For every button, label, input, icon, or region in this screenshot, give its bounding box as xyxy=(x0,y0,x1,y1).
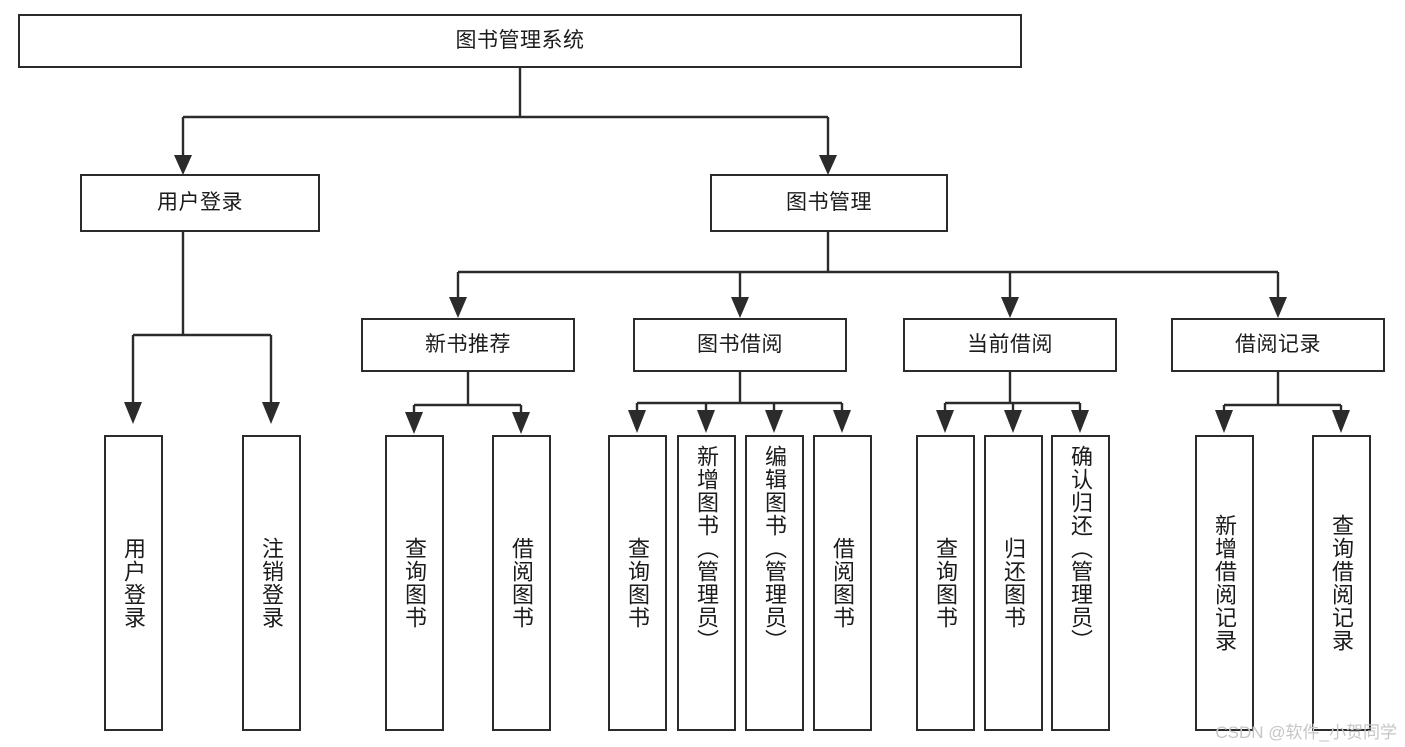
arrowhead-book-borrow-3 xyxy=(765,410,783,433)
node-leaf-current-borrow-2[interactable]: 归还图书 xyxy=(984,435,1043,731)
arrowhead-borrow-record-2 xyxy=(1332,410,1350,433)
node-leaf-book-borrow-2[interactable]: 新增图书（管理员） xyxy=(677,435,736,731)
arrowhead-current-borrow-1 xyxy=(936,410,954,433)
node-new-book-rec-label: 新书推荐 xyxy=(425,333,511,357)
node-leaf-user-login-1-label: 用户登录 xyxy=(121,537,147,629)
arrowhead-book-borrow-2 xyxy=(697,410,715,433)
node-book-manage-label: 图书管理 xyxy=(786,191,872,215)
arrowhead-current-borrow-3 xyxy=(1071,410,1089,433)
arrowhead-new-book-rec xyxy=(449,297,467,318)
node-root-label: 图书管理系统 xyxy=(455,29,585,53)
node-leaf-book-borrow-3-label: 编辑图书（管理员） xyxy=(762,445,788,652)
node-book-borrow[interactable]: 图书借阅 xyxy=(633,318,847,372)
node-leaf-user-login-2-label: 注销登录 xyxy=(259,537,285,629)
node-leaf-current-borrow-1-label: 查询图书 xyxy=(933,537,959,629)
node-leaf-new-book-rec-1[interactable]: 查询图书 xyxy=(385,435,444,731)
arrowhead-user-login-1 xyxy=(124,402,142,424)
node-leaf-book-borrow-4-label: 借阅图书 xyxy=(830,537,856,629)
node-leaf-user-login-1[interactable]: 用户登录 xyxy=(104,435,163,731)
arrowhead-new-book-rec-1 xyxy=(405,412,423,434)
arrowhead-book-borrow-4 xyxy=(833,410,851,433)
node-root[interactable]: 图书管理系统 xyxy=(18,14,1022,68)
node-user-login-label: 用户登录 xyxy=(157,191,243,215)
node-book-manage[interactable]: 图书管理 xyxy=(710,174,948,232)
node-borrow-record-label: 借阅记录 xyxy=(1235,333,1321,357)
arrowhead-book-manage xyxy=(819,155,837,175)
node-leaf-new-book-rec-2[interactable]: 借阅图书 xyxy=(492,435,551,731)
node-new-book-rec[interactable]: 新书推荐 xyxy=(361,318,575,372)
arrowhead-borrow-record xyxy=(1269,297,1287,318)
arrowhead-new-book-rec-2 xyxy=(512,412,530,434)
node-leaf-current-borrow-3[interactable]: 确认归还（管理员） xyxy=(1051,435,1110,731)
node-leaf-user-login-2[interactable]: 注销登录 xyxy=(242,435,301,731)
node-leaf-book-borrow-3[interactable]: 编辑图书（管理员） xyxy=(745,435,804,731)
node-leaf-book-borrow-1[interactable]: 查询图书 xyxy=(608,435,667,731)
node-leaf-new-book-rec-1-label: 查询图书 xyxy=(402,537,428,629)
node-leaf-book-borrow-4[interactable]: 借阅图书 xyxy=(813,435,872,731)
node-leaf-borrow-record-1-label: 新增借阅记录 xyxy=(1212,514,1238,652)
arrowhead-book-borrow xyxy=(731,297,749,318)
arrowhead-book-borrow-1 xyxy=(628,410,646,433)
csdn-watermark: CSDN @软件_小贺同学 xyxy=(1215,723,1397,742)
node-leaf-current-borrow-3-label: 确认归还（管理员） xyxy=(1068,445,1094,652)
node-borrow-record[interactable]: 借阅记录 xyxy=(1171,318,1385,372)
node-leaf-borrow-record-1[interactable]: 新增借阅记录 xyxy=(1195,435,1254,731)
arrowhead-user-login-2 xyxy=(262,402,280,424)
node-user-login[interactable]: 用户登录 xyxy=(80,174,320,232)
node-leaf-new-book-rec-2-label: 借阅图书 xyxy=(509,537,535,629)
arrowhead-current-borrow-2 xyxy=(1004,410,1022,433)
arrowhead-user-login xyxy=(174,155,192,175)
node-leaf-current-borrow-1[interactable]: 查询图书 xyxy=(916,435,975,731)
node-current-borrow-label: 当前借阅 xyxy=(967,333,1053,357)
node-current-borrow[interactable]: 当前借阅 xyxy=(903,318,1117,372)
node-leaf-book-borrow-2-label: 新增图书（管理员） xyxy=(694,445,720,652)
node-leaf-borrow-record-2[interactable]: 查询借阅记录 xyxy=(1312,435,1371,731)
arrowhead-borrow-record-1 xyxy=(1215,410,1233,433)
arrowhead-current-borrow xyxy=(1001,297,1019,318)
node-leaf-book-borrow-1-label: 查询图书 xyxy=(625,537,651,629)
node-leaf-borrow-record-2-label: 查询借阅记录 xyxy=(1329,514,1355,652)
node-book-borrow-label: 图书借阅 xyxy=(697,333,783,357)
node-leaf-current-borrow-2-label: 归还图书 xyxy=(1001,537,1027,629)
